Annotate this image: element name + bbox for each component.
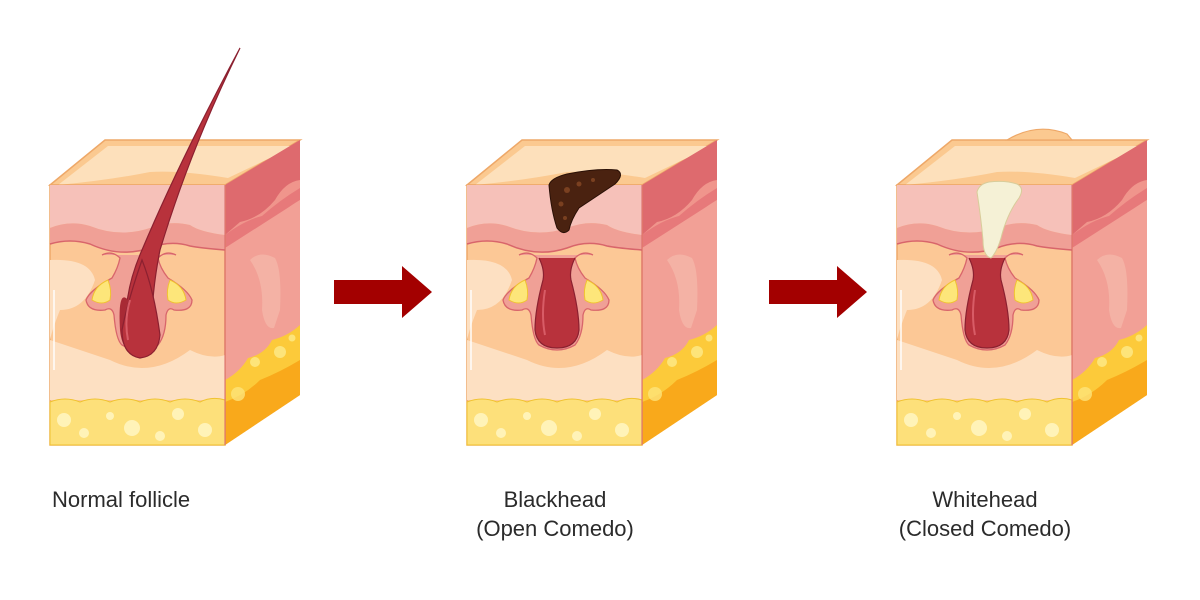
stage-label-normal: Normal follicle <box>52 485 190 514</box>
stage-label-whitehead: Whitehead (Closed Comedo) <box>870 485 1100 543</box>
stage-subtitle: (Closed Comedo) <box>898 516 1072 541</box>
whitehead-plug <box>976 180 1023 259</box>
right-arrow-icon <box>769 266 867 318</box>
stage-title: Whitehead <box>932 487 1038 512</box>
normal-follicle-illustration <box>49 47 301 446</box>
right-arrow-icon <box>334 266 432 318</box>
blackhead-plug <box>548 169 621 234</box>
stage-subtitle: (Open Comedo) <box>476 516 634 541</box>
stage-title: Blackhead <box>503 487 607 512</box>
stage-title: Normal follicle <box>52 487 191 512</box>
whitehead-illustration <box>896 128 1148 446</box>
stage-label-blackhead: Blackhead (Open Comedo) <box>455 485 655 543</box>
hair-shaft <box>125 47 241 346</box>
raised-skin-bump <box>1004 128 1074 141</box>
blackhead-illustration <box>466 139 718 446</box>
